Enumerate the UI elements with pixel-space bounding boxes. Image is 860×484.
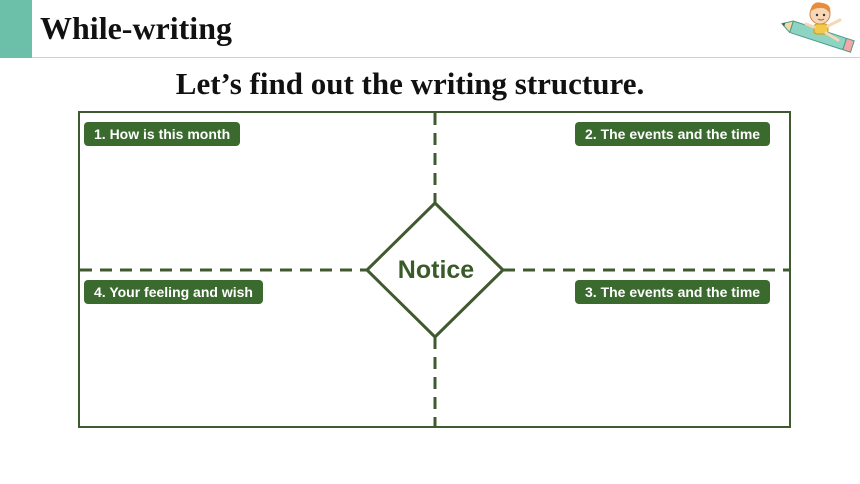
quadrant-label-feeling-and-wish: 4. Your feeling and wish [84, 280, 263, 304]
header-bar: While-writing [0, 0, 860, 58]
quadrant-label-events-and-time-2: 3. The events and the time [575, 280, 771, 304]
girl-on-pencil-icon [781, 2, 855, 53]
quadrant-label-events-and-time-1: 2. The events and the time [575, 122, 771, 146]
notice-label: Notice [397, 256, 475, 284]
header-accent-block [0, 0, 32, 58]
page-subtitle: Let’s find out the writing structure. [175, 66, 645, 101]
quadrant-label-how-is-this-month: 1. How is this month [84, 122, 241, 146]
header-divider [32, 57, 860, 58]
diagram-frame [78, 111, 791, 428]
section-title: While-writing [40, 10, 232, 46]
notice-diamond [364, 200, 506, 340]
